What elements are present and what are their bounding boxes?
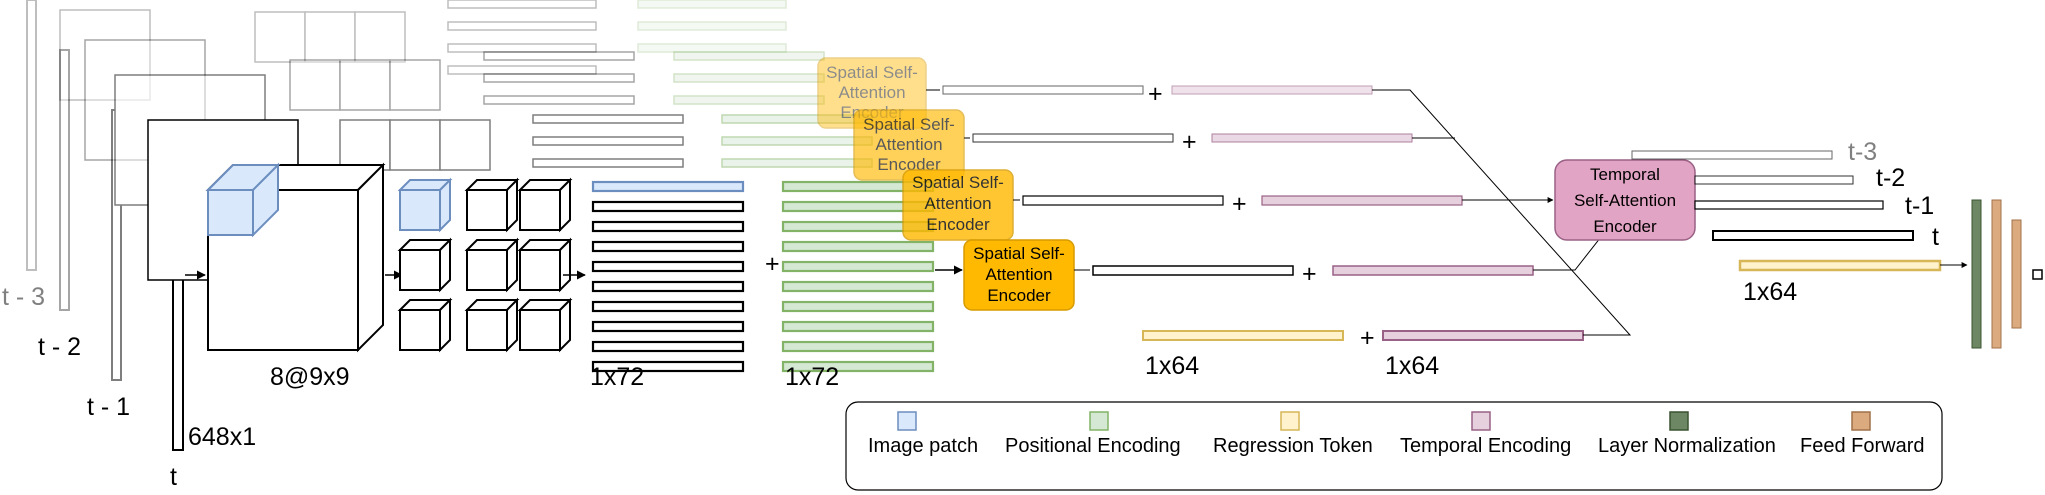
temporal-outputs: t-3 t-2 t-1 t 1x64 [1631,138,1968,306]
patch-token [591,260,745,273]
feature-map-label: 8@9x9 [270,363,350,391]
patch-cube [464,177,520,233]
spatial-encoder-t1-line3: Encoder [926,215,990,234]
vector-size-label: 648x1 [188,423,256,451]
plus-sign: + [765,250,780,278]
plus-t1: + [1232,190,1247,218]
patch-token [591,360,745,373]
legend-swatch [1280,411,1300,431]
patch-token [591,280,745,293]
output-label-t2: t-2 [1876,164,1905,192]
positional-encoding-list [781,180,935,373]
spatial-encoder-t: Spatial Self- Attention Encoder [963,239,1075,311]
frame-output-t: + [1074,260,1534,288]
spatial-encoder-t2-line2: Attention [875,135,942,154]
feature-cube [205,162,386,353]
legend-item: Positional Encoding [1005,411,1181,457]
regression-temporal-encoding [1382,330,1584,341]
temporal-encoder: Temporal Self-Attention Encoder [1554,159,1696,241]
output-dim-label: 1x64 [1743,278,1797,306]
frame-label-t1: t - 1 [87,393,130,421]
spatial-encoder-t3-line2: Attention [838,83,905,102]
frame-label-t: t [170,463,177,491]
frame-stack-t3 [26,0,787,271]
positional-encoding [781,340,935,353]
patch-cube [517,297,573,353]
plus-t2: + [1182,128,1197,156]
legend-label: Regression Token [1213,435,1373,457]
positional-encoding [781,320,935,333]
frame-label-t2: t - 2 [38,333,81,361]
plus-t3: + [1148,80,1163,108]
spatial-encoder-t1-line2: Attention [924,194,991,213]
regression-token [1142,330,1344,341]
patch-cube [517,177,573,233]
positional-encoding [781,280,935,293]
patch-cube [397,177,453,233]
patch-token [591,200,745,213]
legend-label: Feed Forward [1800,435,1925,457]
regression-dim-label: 1x64 [1145,352,1199,380]
spatial-encoder-t2-line1: Spatial Self- [863,115,955,134]
legend-swatch [1669,411,1689,431]
legend-label: Image patch [868,435,978,457]
mlp-head [1971,199,2043,349]
legend-item: Layer Normalization [1598,411,1776,457]
legend-item: Temporal Encoding [1400,411,1571,457]
frame-label-t3: t - 3 [2,283,45,311]
patch-cube [464,297,520,353]
output-regression-token [1738,259,1942,272]
spatial-encoder-t3-line1: Spatial Self- [826,63,918,82]
patch-token [591,340,745,353]
positional-encoding [781,260,935,273]
legend-label: Positional Encoding [1005,435,1181,457]
plus-regression: + [1360,324,1375,352]
temporal-dim-label: 1x64 [1385,352,1439,380]
posenc-dim-label: 1x72 [785,363,839,391]
spatial-encoder-t1-line1: Spatial Self- [912,173,1004,192]
patch-cube [397,297,453,353]
patch-grid [397,177,573,353]
output-label-t1: t-1 [1905,192,1934,220]
legend-swatch [1089,411,1109,431]
legend-swatch [897,411,917,431]
spatial-encoder-t-line2: Attention [985,265,1052,284]
legend-label: Layer Normalization [1598,435,1776,457]
legend-label: Temporal Encoding [1400,435,1571,457]
legend: Image patch Positional Encoding Regression… [845,401,1943,491]
legend-swatch [1851,411,1871,431]
patch-cube [464,237,520,293]
patch-dim-label: 1x72 [590,363,644,391]
frame-output-t1: + [1013,190,1463,218]
legend-item: Regression Token [1213,411,1373,457]
temporal-encoder-line1: Temporal [1590,165,1660,184]
patch-cube [517,237,573,293]
spatial-encoder-t2: Spatial Self- Attention Encoder [853,109,965,181]
frame-stack-t2 [59,39,825,311]
legend-item: Feed Forward [1800,411,1925,457]
positional-encoding [781,360,935,373]
patch-token [591,220,745,233]
plus-t: + [1302,260,1317,288]
output-label-t3: t-3 [1848,138,1877,166]
patch-token [591,300,745,313]
spatial-encoder-t1: Spatial Self- Attention Encoder [902,169,1014,241]
spatial-encoder-t-line1: Spatial Self- [973,244,1065,263]
frame-output-t3: + [926,80,1373,108]
temporal-encoder-line2: Self-Attention [1574,191,1676,210]
patch-token-list [591,180,745,373]
patch-token [591,180,745,193]
spatial-encoder-t-line3: Encoder [987,286,1051,305]
legend-swatch [1471,411,1491,431]
positional-encoding [781,300,935,313]
patch-token [591,240,745,253]
patch-token [591,320,745,333]
patch-cube [397,237,453,293]
frame-output-t2: + [964,128,1413,156]
temporal-encoder-line3: Encoder [1593,217,1657,236]
legend-item: Image patch [868,411,978,457]
positional-encoding [781,240,935,253]
output-label-t: t [1932,223,1939,251]
